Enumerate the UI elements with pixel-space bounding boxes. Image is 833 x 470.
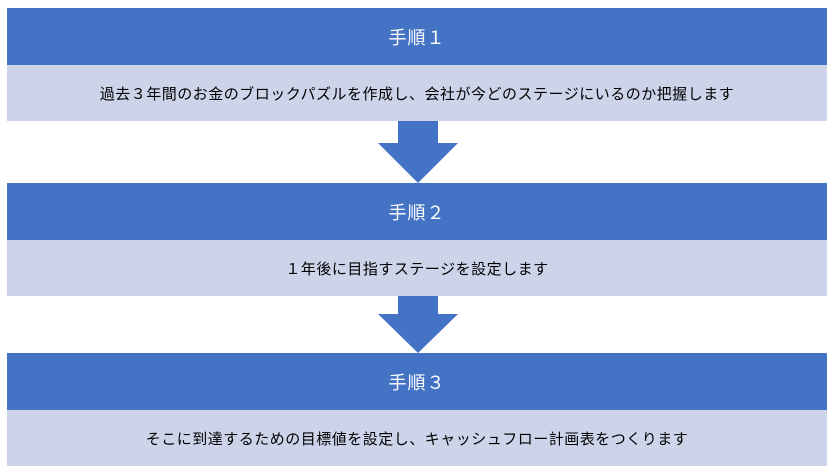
step-1-description: 過去３年間のお金のブロックパズルを作成し、会社が今どのステージにいるのか把握しま…	[99, 84, 735, 103]
step-1-title: 手順１	[388, 27, 446, 49]
step-3-header: 手順３	[7, 353, 827, 410]
step-1-body: 過去３年間のお金のブロックパズルを作成し、会社が今どのステージにいるのか把握しま…	[7, 65, 827, 121]
step-2-header: 手順２	[7, 183, 827, 240]
down-arrow-icon	[378, 296, 458, 353]
step-2-description: １年後に目指すステージを設定します	[285, 259, 549, 278]
step-3-body: そこに到達するための目標値を設定し、キャッシュフロー計画表をつくります	[7, 410, 827, 466]
step-2-body: １年後に目指すステージを設定します	[7, 240, 827, 296]
step-2-title: 手順２	[388, 202, 446, 224]
step-3-description: そこに到達するための目標値を設定し、キャッシュフロー計画表をつくります	[145, 429, 689, 448]
down-arrow-icon	[378, 121, 458, 183]
step-1-header: 手順１	[7, 8, 827, 65]
step-3-title: 手順３	[388, 372, 446, 394]
